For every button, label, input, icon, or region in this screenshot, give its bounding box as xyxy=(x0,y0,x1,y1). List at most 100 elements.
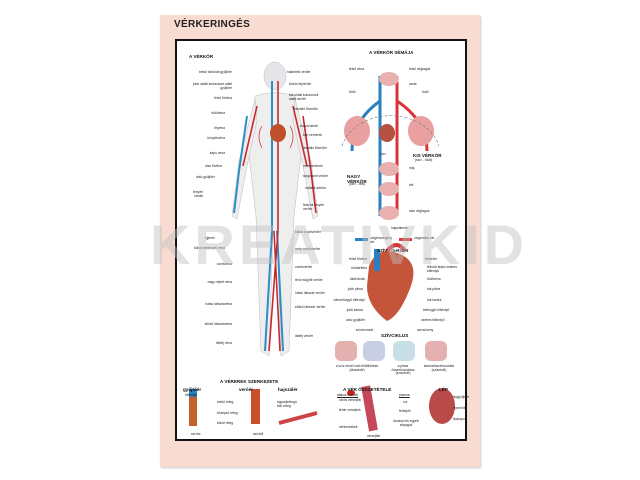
layer-label: középső réteg xyxy=(217,411,238,415)
heart-left-label: tüdőartéria xyxy=(351,266,367,270)
heart-left-label: alsó gyűjtőér xyxy=(346,318,365,322)
left-label: nagy rejtett véna xyxy=(207,280,232,284)
valve-label: billentyű xyxy=(185,393,198,397)
vein-title: gyűjtőér xyxy=(183,387,202,392)
blood-item: fehérjék xyxy=(399,409,411,413)
capillary-title: hajszálér xyxy=(278,387,298,392)
capillaries-legend: hajszálerek xyxy=(391,226,408,230)
spleen-label: lépgyűjtőér xyxy=(453,395,470,399)
large-circle-label: NAGY VÉRKÖR xyxy=(347,174,367,184)
left-label: ujjerek xyxy=(205,236,215,240)
blood-item: víz xyxy=(403,400,408,404)
right-label: veseverőerek xyxy=(303,164,323,168)
heart-cross-section xyxy=(367,243,414,321)
left-label: tüdővéna xyxy=(211,111,225,115)
right-label: külső csípőverőér xyxy=(295,230,321,234)
schema-label: felső véna xyxy=(349,67,365,71)
left-label: külső medencei véna xyxy=(194,246,225,250)
capillary-layer-label: egysejtrétegű falú réteg xyxy=(277,400,297,408)
right-label: koszorúerek xyxy=(300,124,318,128)
cells-header: alakos elemek xyxy=(337,393,359,397)
heart-left-label: jobb pitvar xyxy=(347,287,363,291)
large-circle-sub: (szív - test) xyxy=(349,182,366,186)
right-label: singcsonti verőér xyxy=(303,174,328,178)
watermark: KREATIVKID xyxy=(150,213,529,276)
heart-left-label: jobb kamra xyxy=(346,308,363,312)
illustrations xyxy=(189,61,455,432)
left-label: lábfej véna xyxy=(216,341,232,345)
right-label: közös fejverőér xyxy=(289,82,312,86)
artery-title: verőér xyxy=(239,387,254,392)
right-label: combverőér xyxy=(295,265,313,269)
plasma-header: plazma xyxy=(399,393,410,397)
left-label: felső fővéna xyxy=(214,96,232,100)
small-circle-label: KIS VÉRKÖR xyxy=(413,153,442,158)
left-label: combvéna xyxy=(216,262,232,266)
right-label: mély combverőér xyxy=(295,247,321,251)
vessels-title: A VÉREREK SZERKEZETE xyxy=(220,379,279,384)
spleen-title: LÉP xyxy=(439,387,448,392)
left-label: tenyéri vénák xyxy=(193,190,203,198)
heart-right-label: bal kamra xyxy=(427,298,442,302)
left-label: fejvéna xyxy=(214,126,225,130)
blood-title: A VÉR ÖSSZETÉTELE xyxy=(343,387,392,392)
blood-item: ásványi és egyéb anyagok xyxy=(393,419,419,427)
left-label: elülső lábszárvéna xyxy=(204,322,232,326)
left-label: könyökvéna xyxy=(207,136,225,140)
schema-label: felső végtagok xyxy=(409,67,431,71)
legend-oxygenated: oxigéndús vér xyxy=(414,236,435,240)
right-label: bal oldali kulcscsont alatti verőér xyxy=(289,93,319,101)
vessel-structure-images xyxy=(189,385,455,432)
right-label: halántéki verőér xyxy=(287,70,311,74)
right-label: lábfej verőér xyxy=(295,334,314,338)
right-label: felszíni tenyéri verőér xyxy=(303,203,325,211)
to-heart-label: szívbe xyxy=(191,432,201,436)
small-circle-sub: (szív - tüdő) xyxy=(415,158,433,162)
left-label: kapu véna xyxy=(209,151,225,155)
schema-title: A VÉRKÖR SÉMÁJA xyxy=(369,50,414,55)
schema-label: bél xyxy=(409,183,414,187)
blood-item: vérsejtek xyxy=(367,434,381,438)
left-label: jobb oldali kulcscsont alatti gyűjtőér xyxy=(192,82,232,90)
schema-label: szív xyxy=(380,152,386,156)
layer-label: belső réteg xyxy=(217,400,234,404)
body-section-title: A VÉRKÖR xyxy=(189,54,214,59)
blood-item: vérlemezkék xyxy=(339,425,358,429)
poster-title: VÉRKERINGÉS xyxy=(174,19,251,30)
left-label: belső torkolati gyűjtőér xyxy=(199,70,232,74)
content-panel: A VÉRKÖR belső torkolati gyűjtőér jobb o… xyxy=(175,39,470,441)
schema-label: alsó végtagok xyxy=(409,209,430,213)
left-label: hátsó lábszárvéna xyxy=(205,302,232,306)
spleen-label: lépkapu xyxy=(453,417,465,421)
right-label: elülső lábszár verőér xyxy=(295,305,326,309)
cycle-caption: a pitvar összehúzódása (szisztolé) xyxy=(391,364,415,376)
heart-right-label: tüdővéna xyxy=(427,277,441,281)
heart-right-label: félhold alakú zsebes billentyű xyxy=(427,265,457,273)
schema-label: tüdő xyxy=(349,90,356,94)
heart-right-label: zsebes billentyű xyxy=(421,318,445,322)
cycle-caption: kamraösszehúzódás (szisztolé) xyxy=(423,364,455,372)
right-label: felszálló főverőér xyxy=(293,107,318,111)
cycle-title: SZÍVCIKLUS xyxy=(381,333,409,338)
right-label: leszálló főverőér xyxy=(303,146,328,150)
cycle-caption: a szív vérrel való feltöltődése (diaszto… xyxy=(335,364,379,372)
legend-deoxygenated: oxigénszegény vér xyxy=(370,236,392,244)
right-label: hátsó lábszár verőér xyxy=(295,291,325,295)
heart-left-label: felső fővéna xyxy=(349,257,367,261)
blood-item: fehér vérsejtek xyxy=(339,408,361,412)
heart-left-label: háromhegyű billentyű xyxy=(333,298,365,302)
heart-left-label: tüdővénák xyxy=(349,277,365,281)
left-label: alsó fővéna xyxy=(205,164,222,168)
schema-label: tüdő xyxy=(422,90,429,94)
heart-right-label: kéthegyű billentyű xyxy=(423,308,450,312)
circulation-schema xyxy=(341,72,440,241)
heart-left-label: szívizomzat xyxy=(355,328,373,332)
heart-title: SZÍV - metszet xyxy=(377,248,409,253)
heart-right-label: bal pitvar xyxy=(427,287,441,291)
layer-label: külső réteg xyxy=(217,421,234,425)
human-body-figure xyxy=(231,61,319,357)
right-label: radiális artéria xyxy=(305,186,326,190)
right-label: térd mögötti verőér xyxy=(295,278,323,282)
schema-label: aorta xyxy=(409,82,417,86)
blood-item: vörös vérsejtek xyxy=(339,398,362,402)
